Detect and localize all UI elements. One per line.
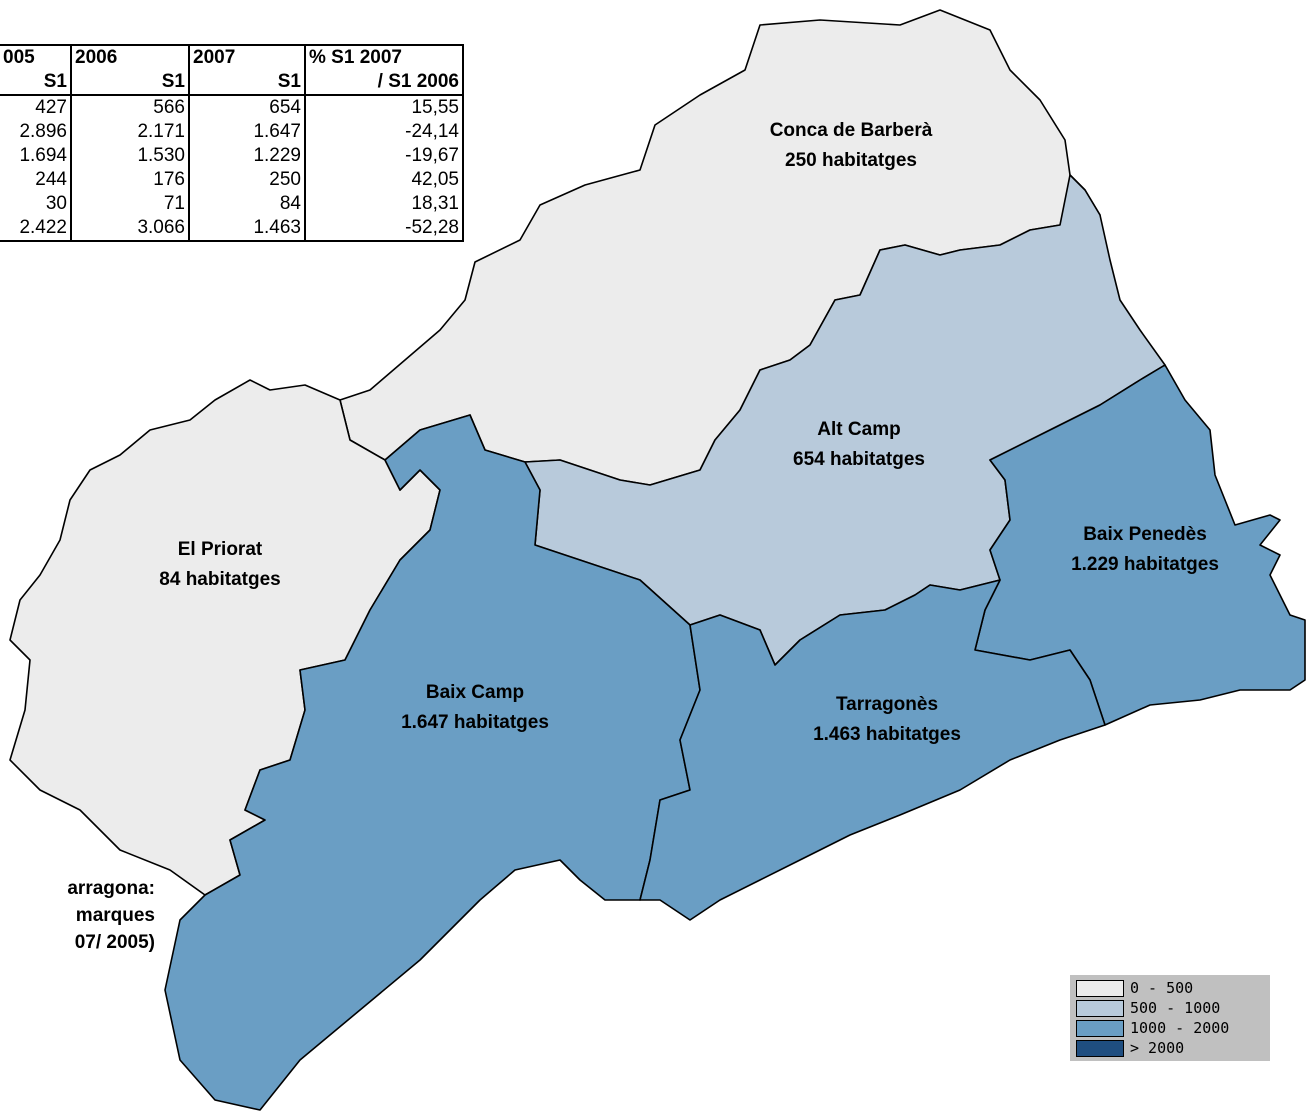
table-cell: 176 bbox=[70, 168, 189, 192]
table-cell: 3.066 bbox=[70, 216, 189, 241]
table-cell: 250 bbox=[188, 168, 305, 192]
legend-swatch bbox=[1076, 1020, 1124, 1037]
table-subheader: / S1 2006 bbox=[304, 70, 463, 96]
region-name: El Priorat bbox=[177, 539, 263, 560]
region-value: 84 habitatges bbox=[159, 569, 281, 590]
table-cell: 2.422 bbox=[19, 217, 67, 238]
table-cell: 1.694 bbox=[19, 145, 67, 166]
table-cell: -52,28 bbox=[304, 216, 463, 241]
data-table: 005 2006 2007 % S1 2007 S1 S1 S1 / S1 20… bbox=[0, 44, 464, 242]
table-row: 1.694 1.530 1.229 -19,67 bbox=[0, 144, 463, 168]
region-name: Tarragonès bbox=[835, 694, 939, 715]
label-alt-camp: Alt Camp 654 habitatges bbox=[793, 415, 925, 475]
legend-label: 500 - 1000 bbox=[1130, 999, 1221, 1017]
region-baix-camp bbox=[164, 414, 701, 1111]
table-cell: 1.530 bbox=[70, 144, 189, 168]
table-cell: -19,67 bbox=[304, 144, 463, 168]
region-name: Baix Penedès bbox=[1083, 524, 1207, 545]
table-cell: 42,05 bbox=[304, 168, 463, 192]
legend-label: 1000 - 2000 bbox=[1130, 1019, 1230, 1037]
table-cell: 30 bbox=[45, 193, 67, 214]
table-cell: 654 bbox=[188, 95, 305, 120]
label-tarragones: Tarragonès 1.463 habitatges bbox=[813, 690, 961, 750]
region-name: Baix Camp bbox=[425, 682, 525, 703]
region-baix-penedes bbox=[974, 364, 1306, 726]
table-cell: 1.229 bbox=[188, 144, 305, 168]
label-conca-de-barbera: Conca de Barberà 250 habitatges bbox=[770, 116, 933, 176]
table-header: 2006 bbox=[70, 45, 189, 70]
region-value: 250 habitatges bbox=[785, 150, 917, 171]
table-cell: 244 bbox=[35, 169, 67, 190]
map-title-line: 07/ 2005) bbox=[74, 932, 155, 953]
label-el-priorat: El Priorat 84 habitatges bbox=[159, 535, 280, 595]
table-cell: 427 bbox=[35, 97, 67, 118]
map-legend: 0 - 500 500 - 1000 1000 - 2000 > 2000 bbox=[1070, 975, 1270, 1061]
table-cell: 2.896 bbox=[19, 121, 67, 142]
table-subheader: S1 bbox=[70, 70, 189, 96]
table-header-row: 005 2006 2007 % S1 2007 bbox=[0, 45, 463, 70]
table-cell: 2.171 bbox=[70, 120, 189, 144]
legend-swatch bbox=[1076, 980, 1124, 997]
label-baix-penedes: Baix Penedès 1.229 habitatges bbox=[1071, 520, 1219, 580]
map-title: arragona: marques 07/ 2005) bbox=[0, 875, 155, 956]
table-cell: 18,31 bbox=[304, 192, 463, 216]
table-cell: 1.463 bbox=[188, 216, 305, 241]
legend-label: 0 - 500 bbox=[1130, 979, 1194, 997]
legend-label: > 2000 bbox=[1130, 1039, 1185, 1057]
legend-swatch bbox=[1076, 1000, 1124, 1017]
table-row: 2.422 3.066 1.463 -52,28 bbox=[0, 216, 463, 241]
table-cell: 15,55 bbox=[304, 95, 463, 120]
table-cell: 566 bbox=[70, 95, 189, 120]
table-subheader-row: S1 S1 S1 / S1 2006 bbox=[0, 70, 463, 96]
table-cell: 1.647 bbox=[188, 120, 305, 144]
table-subheader: S1 bbox=[0, 70, 71, 96]
region-name: Conca de Barberà bbox=[769, 120, 933, 141]
table-subheader: S1 bbox=[188, 70, 305, 96]
region-value: 1.647 habitatges bbox=[401, 712, 549, 733]
table-header: 2007 bbox=[188, 45, 305, 70]
region-value: 1.463 habitatges bbox=[813, 724, 961, 745]
map-title-line: marques bbox=[75, 905, 155, 926]
region-value: 1.229 habitatges bbox=[1071, 554, 1219, 575]
table-cell: 71 bbox=[70, 192, 189, 216]
table-row: 427 566 654 15,55 bbox=[0, 95, 463, 120]
table-header: 005 bbox=[3, 47, 35, 68]
table-header: % S1 2007 bbox=[304, 45, 463, 70]
table-row: 2.896 2.171 1.647 -24,14 bbox=[0, 120, 463, 144]
label-baix-camp: Baix Camp 1.647 habitatges bbox=[401, 678, 549, 738]
region-tarragones bbox=[639, 579, 1106, 921]
table-cell: -24,14 bbox=[304, 120, 463, 144]
table-cell: 84 bbox=[188, 192, 305, 216]
legend-swatch bbox=[1076, 1040, 1124, 1057]
region-name: Alt Camp bbox=[817, 419, 901, 440]
region-value: 654 habitatges bbox=[793, 449, 925, 470]
table-row: 30 71 84 18,31 bbox=[0, 192, 463, 216]
table-row: 244 176 250 42,05 bbox=[0, 168, 463, 192]
map-title-line: arragona: bbox=[67, 878, 155, 899]
